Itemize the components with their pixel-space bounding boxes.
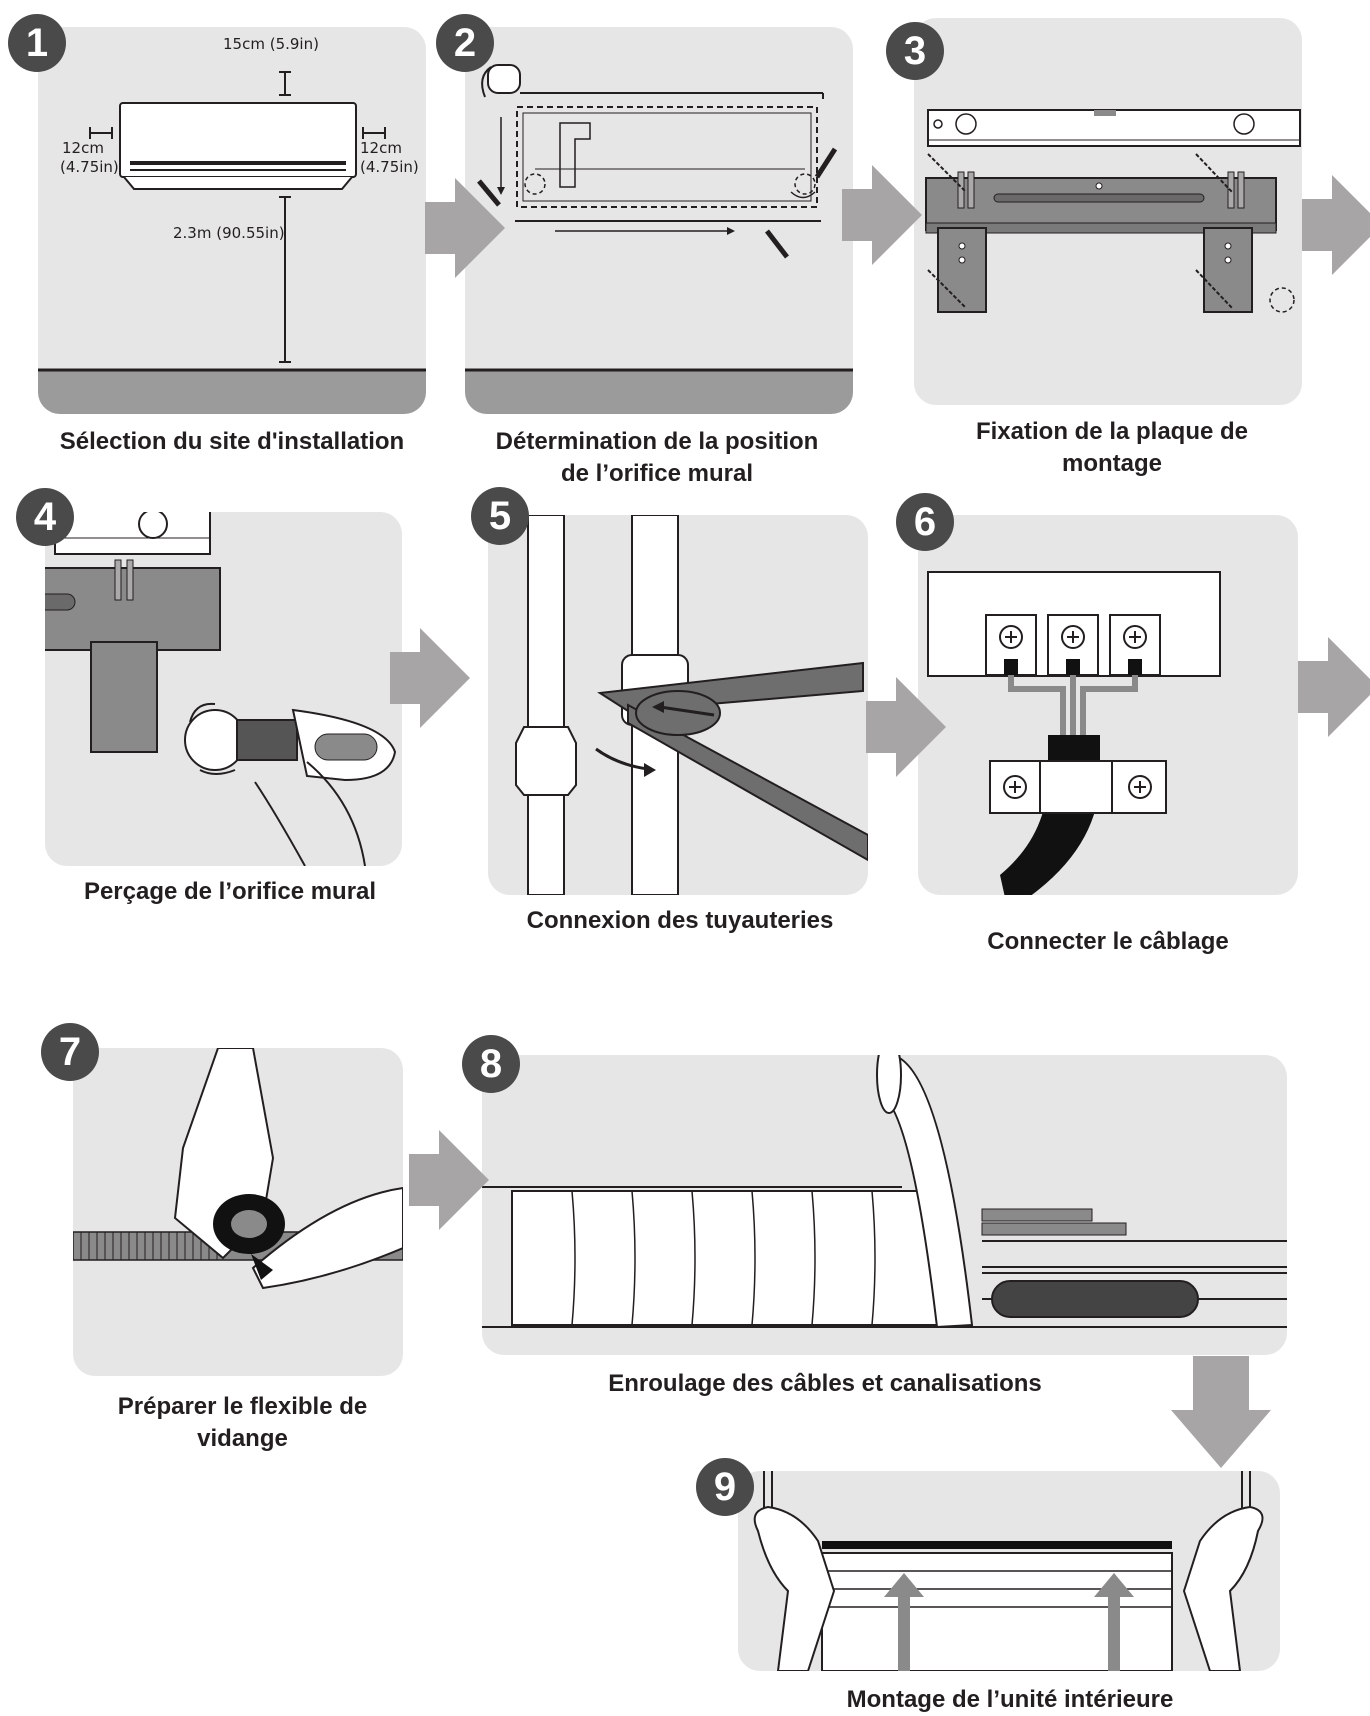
step-9-illustration	[753, 1471, 1264, 1671]
arrow-right-icon	[425, 178, 505, 278]
arrow-right-icon	[1298, 637, 1370, 737]
step-5-illustration	[515, 515, 868, 895]
step-4-caption-line: Perçage de l’orifice mural	[83, 878, 377, 905]
step-8-badge: 8	[462, 1035, 520, 1093]
step-1-badge: 1	[8, 14, 66, 72]
step-8-panel	[482, 1055, 1287, 1355]
arrow-right-icon	[842, 165, 922, 265]
step-1-panel: 15cm (5.9in) 12cm (4.75in) 12cm (4.75in)…	[38, 27, 426, 414]
step-3-caption: Fixation de la plaque de montage	[900, 416, 1324, 480]
dimension-floor-label: 2.3m (90.55in)	[173, 224, 285, 242]
step-6-panel	[918, 515, 1298, 895]
arrow-down-icon	[1171, 1356, 1271, 1468]
step-6-illustration	[927, 571, 1221, 895]
step-2-caption: Détermination de la position de l’orific…	[445, 426, 869, 490]
step-9-badge: 9	[696, 1458, 754, 1516]
step-5-badge: 5	[471, 487, 529, 545]
step-3-caption-line: Fixation de la plaque de	[975, 418, 1249, 445]
step-3-caption-line: montage	[1061, 450, 1162, 477]
step-4-illustration	[45, 512, 397, 866]
step-6-badge: 6	[896, 493, 954, 551]
step-3-badge: 3	[886, 22, 944, 80]
step-6-caption: Connecter le câblage	[898, 926, 1318, 958]
step-3-panel	[914, 18, 1302, 405]
arrow-right-icon	[1302, 175, 1370, 275]
step-5-caption-line: Connexion des tuyauteries	[526, 907, 834, 934]
dimension-right-label-2: (4.75in)	[360, 158, 419, 176]
step-3-illustration	[925, 109, 1301, 313]
step-8-caption-line: Enroulage des câbles et canalisations	[608, 1370, 1042, 1397]
step-2-badge: 2	[436, 14, 494, 72]
step-5-caption: Connexion des tuyauteries	[470, 905, 890, 937]
step-2-caption-line: Détermination de la position	[495, 428, 819, 455]
step-1-caption-line: Sélection du site d'installation	[59, 428, 405, 455]
step-4-caption: Perçage de l’orifice mural	[40, 876, 420, 908]
step-7-caption: Préparer le flexible de vidange	[40, 1391, 445, 1455]
step-2-caption-line: de l’orifice mural	[560, 460, 754, 487]
arrow-right-icon	[390, 628, 470, 728]
step-1-caption: Sélection du site d'installation	[20, 426, 444, 458]
dimension-left-label-1: 12cm	[62, 139, 104, 157]
arrow-right-icon	[866, 677, 946, 777]
step-7-illustration	[73, 1048, 403, 1290]
step-5-panel	[488, 515, 868, 895]
step-7-badge: 7	[41, 1023, 99, 1081]
dimension-right-label-1: 12cm	[360, 139, 402, 157]
step-7-caption-line: Préparer le flexible de	[117, 1393, 368, 1420]
step-2-panel	[465, 27, 853, 414]
step-8-illustration	[482, 1055, 1287, 1329]
step-6-caption-line: Connecter le câblage	[987, 928, 1229, 955]
step-9-panel	[738, 1471, 1280, 1671]
step-7-panel	[73, 1048, 403, 1376]
step-8-caption: Enroulage des câbles et canalisations	[500, 1368, 1150, 1400]
step-4-panel	[45, 512, 402, 866]
step-1-illustration	[38, 71, 426, 414]
dimension-top-label: 15cm (5.9in)	[223, 35, 319, 53]
step-4-badge: 4	[16, 488, 74, 546]
step-2-illustration	[465, 64, 853, 414]
step-9-caption: Montage de l’unité intérieure	[780, 1684, 1240, 1716]
arrow-right-icon	[409, 1130, 489, 1230]
dimension-left-label-2: (4.75in)	[60, 158, 119, 176]
step-9-caption-line: Montage de l’unité intérieure	[846, 1686, 1174, 1713]
step-7-caption-line: vidange	[197, 1425, 288, 1452]
